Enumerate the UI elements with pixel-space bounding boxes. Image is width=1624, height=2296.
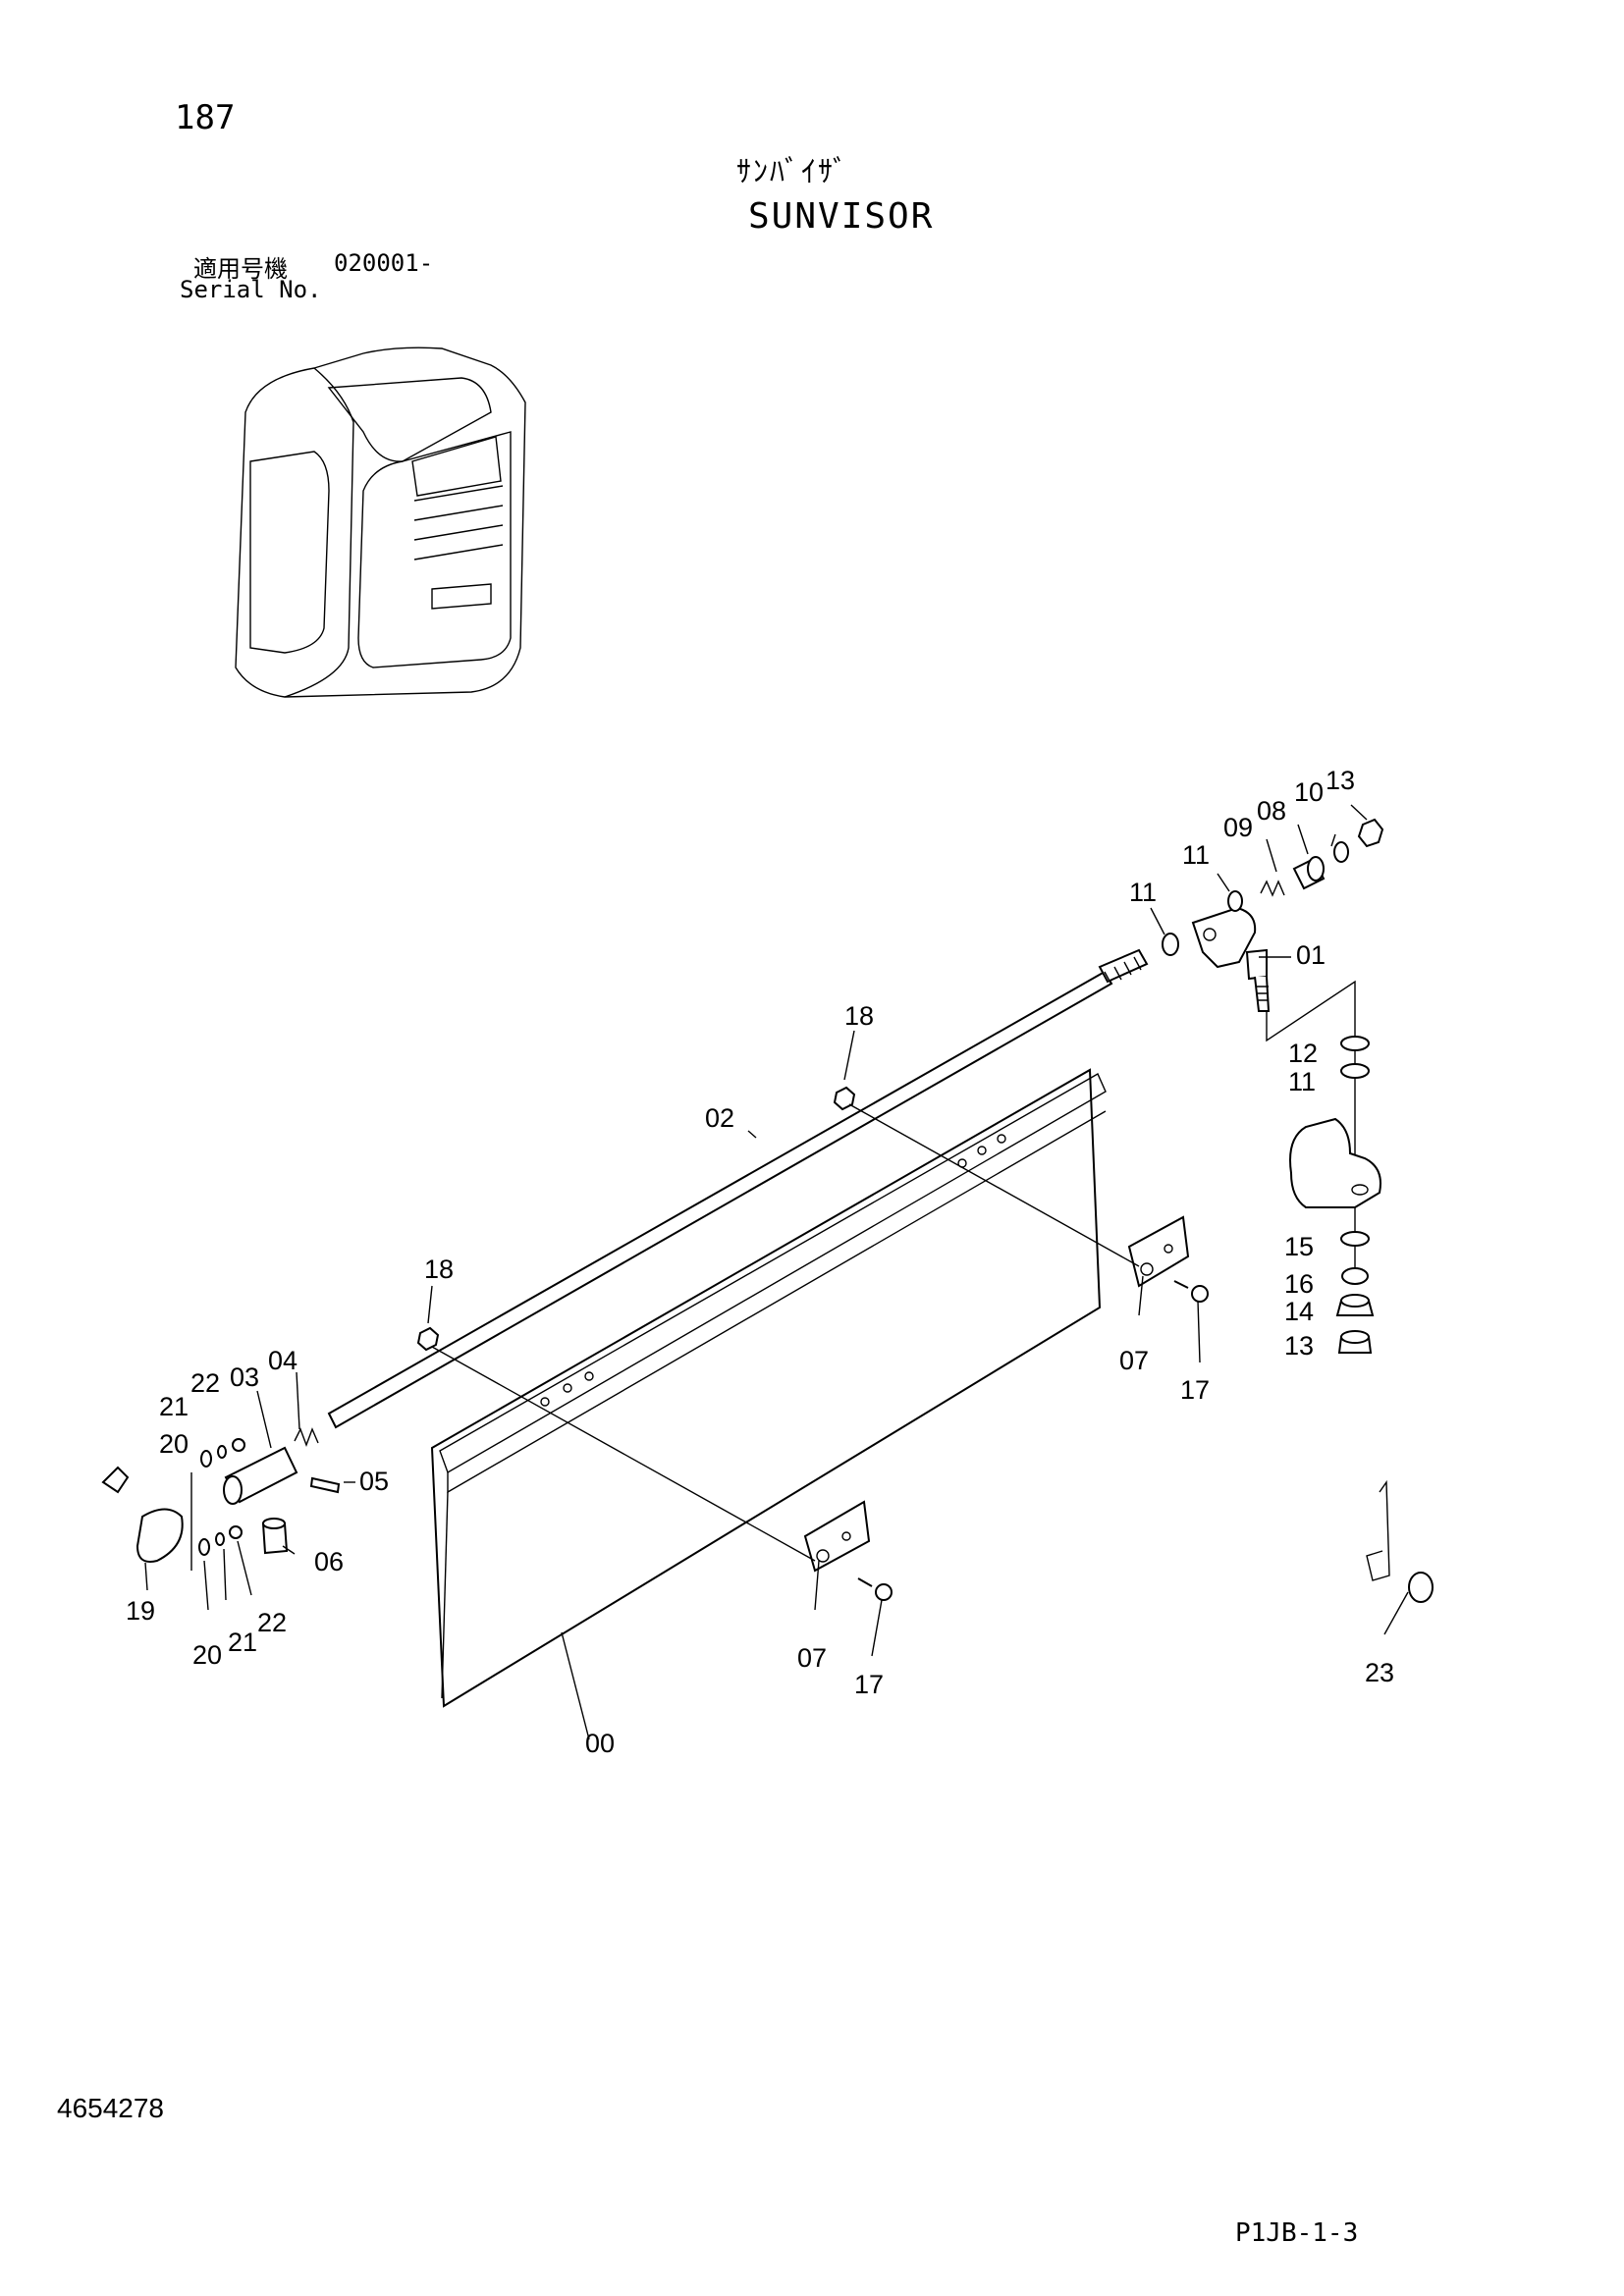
washer-part-11-b [1227, 890, 1243, 912]
callout-01: 01 [1296, 940, 1326, 970]
spring-part-04 [294, 1427, 319, 1447]
callout-05: 05 [359, 1467, 389, 1496]
washer-part-21-upper [217, 1445, 227, 1459]
bracket-part-01 [1191, 906, 1271, 1012]
serial-label-japanese: 適用号機 [193, 255, 288, 283]
callout-21-upper: 21 [159, 1392, 189, 1421]
callout-21-lower: 21 [228, 1628, 257, 1657]
callout-22-lower: 22 [257, 1608, 287, 1637]
nut-part-18-upper [833, 1086, 856, 1111]
callout-02: 02 [705, 1103, 734, 1133]
washer-part-11-c [1340, 1063, 1370, 1079]
cab-overview-illustration [235, 347, 526, 698]
callout-19: 19 [126, 1596, 155, 1626]
callout-20-lower: 20 [192, 1640, 222, 1670]
part-callouts: 00 01 02 03 04 05 06 07 07 08 09 10 11 1… [126, 766, 1394, 1758]
callout-18-upper: 18 [844, 1001, 874, 1031]
mounting-block [1289, 1117, 1381, 1208]
callout-14: 14 [1284, 1297, 1314, 1326]
washer-part-15 [1340, 1231, 1370, 1247]
title-japanese: ｻﾝﾊﾞｲｻﾞ [736, 155, 849, 189]
serial-label-english: Serial No. [180, 276, 322, 303]
assembly-line-18-upper [848, 1103, 1140, 1267]
washer-part-21-lower [215, 1532, 225, 1546]
spring-part-09 [1260, 880, 1285, 897]
lock-washer-part-16 [1341, 1267, 1369, 1285]
bracket-assembly-line [1266, 980, 1356, 1042]
bracket-detail [1366, 1479, 1390, 1581]
callout-20-upper: 20 [159, 1429, 189, 1459]
reference-code: P1JB-1-3 [1235, 2218, 1359, 2248]
screw-part-22-upper [232, 1438, 245, 1452]
holder-part-03 [223, 1446, 298, 1505]
nut-part-13-bottom [1337, 1330, 1373, 1354]
serial-number-value: 020001- [334, 249, 434, 277]
washer-part-20-upper [200, 1450, 212, 1468]
page-title: SUNVISOR [748, 196, 935, 237]
bushing-part-06 [261, 1518, 289, 1555]
callout-07-lower: 07 [797, 1643, 827, 1673]
nut-part-18-lower [416, 1326, 440, 1352]
visor-panel-part-00 [430, 1068, 1107, 1708]
drawing-number: 4654278 [57, 2093, 165, 2123]
callout-12: 12 [1288, 1039, 1318, 1068]
callout-18-lower: 18 [424, 1255, 454, 1284]
callout-07-upper: 07 [1119, 1346, 1149, 1375]
bushing-part-08 [1292, 856, 1326, 890]
nut-part-14 [1335, 1294, 1375, 1316]
cap-part-23 [1408, 1572, 1434, 1603]
callout-17-lower: 17 [854, 1670, 884, 1699]
callout-22-upper: 22 [190, 1368, 220, 1398]
nut-part-13-top [1357, 818, 1384, 848]
callout-17-upper: 17 [1180, 1375, 1210, 1405]
callout-11-b: 11 [1129, 878, 1157, 907]
rod-part-02 [327, 948, 1149, 1429]
callout-00: 00 [585, 1729, 615, 1758]
callout-15: 15 [1284, 1232, 1314, 1261]
callout-16: 16 [1284, 1269, 1314, 1299]
leader-lines [144, 804, 1409, 1740]
callout-13-bottom: 13 [1284, 1331, 1314, 1361]
callout-11-a: 11 [1182, 840, 1210, 870]
clip-part-19 [101, 1466, 184, 1563]
pin-part-05 [309, 1476, 341, 1494]
callout-04: 04 [268, 1346, 298, 1375]
page-number: 187 [175, 98, 236, 137]
washer-part-12 [1340, 1036, 1370, 1051]
washer-part-11-a [1162, 933, 1179, 956]
screw-part-17-lower [857, 1577, 893, 1601]
callout-10: 10 [1294, 777, 1324, 807]
callout-11-c: 11 [1288, 1067, 1316, 1096]
callout-13-top: 13 [1326, 766, 1355, 795]
screw-part-17-upper [1173, 1280, 1209, 1303]
nut-part-10 [1333, 841, 1349, 863]
hinge-plate-part-07-upper [1127, 1215, 1190, 1288]
assembly-line-18-lower [431, 1346, 816, 1562]
callout-03: 03 [230, 1362, 259, 1392]
callout-08: 08 [1257, 796, 1286, 826]
callout-23: 23 [1365, 1658, 1394, 1687]
callout-06: 06 [314, 1547, 344, 1576]
callout-09: 09 [1223, 813, 1253, 842]
screw-part-22-lower [229, 1525, 243, 1539]
washer-part-20-lower [198, 1538, 210, 1556]
